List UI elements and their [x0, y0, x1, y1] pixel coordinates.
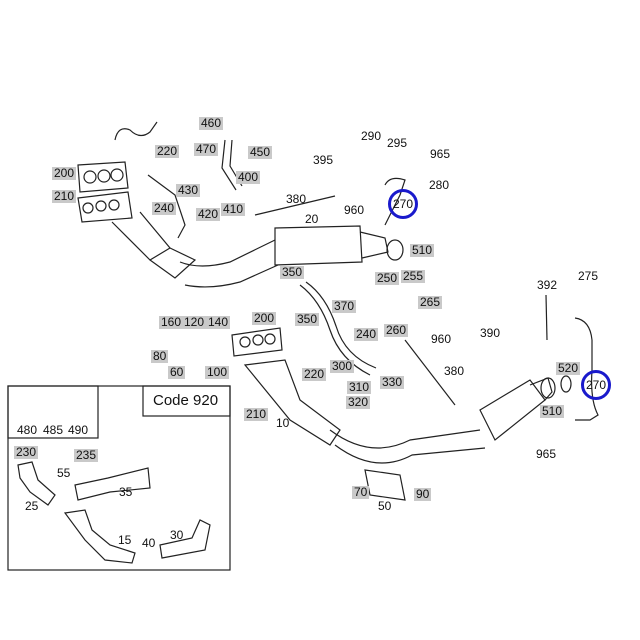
code-920-box: [142, 385, 231, 417]
inset-box: [7, 385, 231, 571]
part-label-50: 50: [378, 499, 392, 513]
part-label-470: 470: [194, 142, 219, 156]
part-label-480: 480: [17, 423, 38, 437]
part-label-965: 965: [430, 147, 451, 161]
inset-catalyst-15: [63, 509, 136, 564]
part-label-200: 200: [52, 166, 77, 180]
right-manifold-gasket: [231, 327, 283, 357]
part-label-390: 390: [480, 326, 501, 340]
pipe-350: [299, 281, 377, 376]
inset-pipe-30: [159, 519, 211, 559]
code-920-title: Code 920: [153, 392, 219, 409]
part-label-60: 60: [168, 365, 186, 379]
center-muffler: [274, 225, 389, 266]
ring-520: [560, 375, 572, 393]
part-label-380: 380: [444, 364, 465, 378]
oxygen-sensor-wire-240: [147, 174, 186, 239]
cable-380: [254, 195, 336, 216]
part-label-275: 275: [578, 269, 599, 283]
part-label-250: 250: [375, 271, 400, 285]
part-label-420: 420: [196, 207, 221, 221]
part-label-270: 270: [392, 197, 414, 211]
cable-380-lower: [404, 339, 456, 406]
part-label-350: 350: [295, 312, 320, 326]
part-label-90: 90: [414, 487, 432, 501]
part-label-230: 230: [14, 445, 39, 459]
part-label-430: 430: [176, 183, 201, 197]
part-label-20: 20: [305, 212, 319, 226]
part-label-260: 260: [384, 323, 409, 337]
part-label-300: 300: [330, 359, 355, 373]
rear-pipe: [329, 429, 486, 464]
part-label-965: 965: [536, 447, 557, 461]
part-label-310: 310: [347, 380, 372, 394]
left-manifold-gasket: [77, 161, 129, 193]
rod-392: [545, 294, 548, 341]
part-label-80: 80: [151, 349, 169, 363]
inset-catalyst-25: [17, 461, 56, 506]
part-label-295: 295: [387, 136, 408, 150]
inset-small-parts-box: [7, 385, 99, 439]
part-label-485: 485: [43, 423, 64, 437]
part-label-270: 270: [585, 378, 607, 392]
part-label-30: 30: [170, 528, 184, 542]
part-label-235: 235: [74, 448, 99, 462]
part-label-350: 350: [280, 265, 305, 279]
part-label-280: 280: [429, 178, 450, 192]
tailpipe-50: [364, 469, 406, 501]
part-label-392: 392: [537, 278, 558, 292]
part-label-400: 400: [236, 170, 261, 184]
clamp-510-top: [386, 239, 404, 261]
part-label-40: 40: [142, 536, 156, 550]
left-manifold-catalyst: [77, 191, 197, 279]
part-label-290: 290: [361, 129, 382, 143]
part-label-370: 370: [332, 299, 357, 313]
part-label-240: 240: [354, 327, 379, 341]
part-label-255: 255: [401, 269, 426, 283]
rear-muffler: [479, 377, 553, 441]
clamp-510-right: [540, 377, 556, 399]
highlighted-part-270[interactable]: 270: [581, 370, 611, 400]
highlighted-part-270[interactable]: 270: [388, 189, 418, 219]
part-label-240: 240: [152, 201, 177, 215]
part-label-220: 220: [302, 367, 327, 381]
inset-pipe-35: [74, 467, 151, 501]
part-label-395: 395: [313, 153, 334, 167]
part-label-55: 55: [57, 466, 71, 480]
part-label-15: 15: [118, 533, 132, 547]
part-label-120: 120: [182, 315, 207, 329]
part-label-380: 380: [286, 192, 307, 206]
part-label-450: 450: [248, 145, 273, 159]
part-label-220: 220: [155, 144, 180, 158]
part-label-320: 320: [346, 395, 371, 409]
front-pipe: [179, 239, 279, 288]
part-label-210: 210: [244, 407, 269, 421]
part-label-200: 200: [252, 311, 277, 325]
part-label-960: 960: [344, 203, 365, 217]
oxygen-sensor-wire-220: [114, 121, 158, 141]
part-label-330: 330: [380, 375, 405, 389]
part-label-960: 960: [431, 332, 452, 346]
part-label-140: 140: [206, 315, 231, 329]
part-label-265: 265: [418, 295, 443, 309]
part-label-35: 35: [119, 485, 133, 499]
part-label-25: 25: [25, 499, 39, 513]
part-label-460: 460: [199, 116, 224, 130]
part-label-510: 510: [410, 243, 435, 257]
part-label-210: 210: [52, 189, 77, 203]
part-label-100: 100: [205, 365, 230, 379]
part-label-70: 70: [352, 485, 370, 499]
part-label-160: 160: [159, 315, 184, 329]
right-manifold-catalyst: [243, 359, 341, 446]
part-label-10: 10: [276, 416, 290, 430]
part-label-510: 510: [540, 404, 565, 418]
part-label-490: 490: [68, 423, 89, 437]
part-label-520: 520: [556, 361, 581, 375]
part-label-410: 410: [221, 202, 246, 216]
